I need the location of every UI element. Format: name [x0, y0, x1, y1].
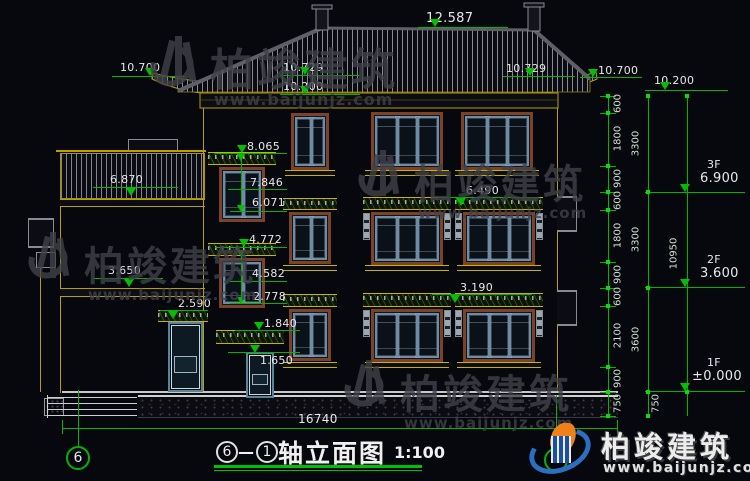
level-annex-door-head: 2.590	[178, 297, 211, 310]
title-text: 轴立面图	[278, 439, 387, 468]
company-brand: 柏竣建筑	[601, 430, 734, 464]
axis-bubble-left: 6	[66, 446, 90, 470]
left-corbel-upper	[28, 218, 54, 248]
floor-3f-value: 6.900	[700, 171, 739, 186]
balcony-band-2f-b	[363, 197, 451, 210]
title-dash: —	[238, 442, 256, 462]
level-eave-right: 10.700	[598, 64, 639, 77]
floor-2f-value: 3.600	[700, 266, 739, 281]
dim-600-c: 600	[612, 286, 624, 307]
main-right-wall-edge	[557, 108, 558, 393]
title-scale: 1:100	[394, 442, 445, 462]
chain-line-outer	[687, 96, 688, 416]
dim-10950: 10950	[668, 237, 680, 270]
window-2f-a	[289, 212, 331, 264]
step-left-edge	[47, 395, 48, 418]
dim-750-a: 750	[612, 393, 624, 414]
level-door-head: 1.650	[260, 354, 293, 367]
right-corbel-2f	[557, 290, 577, 326]
dim-2100: 2100	[612, 322, 624, 349]
level-stair-win3-sill: 6.071	[252, 196, 285, 209]
company-logo: 柏竣建筑 www.baijunjz.com	[522, 419, 750, 481]
left-terrace-wall	[40, 268, 41, 392]
annex-fascia	[60, 199, 205, 207]
level-balcony-1f: 3.190	[460, 281, 493, 294]
window-2f-b	[371, 212, 443, 265]
title-axis-a: 6	[216, 441, 238, 463]
annex-left-wall-edge	[60, 207, 61, 393]
level-stair-win2-sill: 2.778	[253, 290, 286, 303]
balcony-band-1f-a	[283, 294, 337, 307]
window-1f-c	[463, 309, 535, 362]
entry-door	[246, 352, 274, 398]
axis-line-left	[78, 390, 79, 446]
chain-line-mid	[648, 96, 649, 416]
left-corbel-lower	[36, 252, 56, 268]
annex-door	[168, 322, 203, 392]
annex-door-canopy	[158, 310, 208, 322]
annex-cap-line	[56, 150, 206, 152]
window-3f-c	[461, 112, 533, 170]
floor-2f-tag: 2F	[707, 253, 721, 266]
annex-tile-band	[60, 153, 205, 199]
level-stair-win3-top: 7.846	[250, 176, 283, 189]
annex-floor-band	[60, 288, 205, 297]
balcony-band-2f-c	[455, 197, 543, 210]
window-2f-c	[463, 212, 535, 265]
plinth-line	[62, 391, 618, 393]
dim-3600: 3600	[630, 326, 642, 353]
floor-1f-value: ±0.000	[692, 369, 742, 384]
balcony-band-2f-a	[283, 198, 337, 210]
stair-sash-stem-3f	[241, 154, 242, 212]
dim-1800-b: 1800	[612, 222, 624, 249]
window-3f-a	[291, 113, 329, 170]
level-stair-band-mid: 4.772	[249, 233, 282, 246]
dim-3300-a: 3300	[630, 130, 642, 157]
balcony-band-1f-c	[455, 293, 543, 307]
floor-3f-tag: 3F	[707, 158, 721, 171]
dim-3300-b: 3300	[630, 226, 642, 253]
right-corbel-3f	[557, 196, 577, 232]
axis-line-right	[556, 395, 557, 448]
balcony-band-1f-b	[363, 293, 451, 307]
window-1f-b	[371, 309, 443, 362]
window-3f-b	[371, 112, 443, 170]
dim-750-b: 750	[650, 393, 662, 414]
roof-slope-face	[177, 27, 591, 93]
dim-1800-a: 1800	[612, 125, 624, 152]
title-axis-b: 1	[256, 441, 278, 463]
main-left-wall-edge	[203, 108, 204, 393]
overall-width-dim-line	[62, 428, 618, 429]
title-underline-thick	[214, 465, 422, 468]
level-balcony-2f: 6.490	[466, 184, 499, 197]
stair-sash-stem-2f	[241, 250, 242, 304]
level-stair-win2-top: 4.582	[252, 267, 285, 280]
window-1f-a	[289, 309, 331, 361]
chain-line-inner	[608, 96, 609, 416]
level-stair-band-top: 8.065	[247, 140, 280, 153]
company-url: www.baijunjz.com	[603, 460, 750, 476]
level-door-canopy: 1.840	[264, 317, 297, 330]
floor-1f-tag: 1F	[707, 356, 721, 369]
level-annex-floor: 3.650	[108, 264, 141, 277]
title-underline-thin	[214, 470, 422, 471]
overall-width-value: 16740	[298, 412, 338, 426]
ground-hatch	[138, 395, 618, 418]
entry-door-canopy	[216, 330, 284, 344]
level-annex-eave: 6.870	[110, 173, 143, 186]
stair-window-2f	[219, 258, 265, 308]
